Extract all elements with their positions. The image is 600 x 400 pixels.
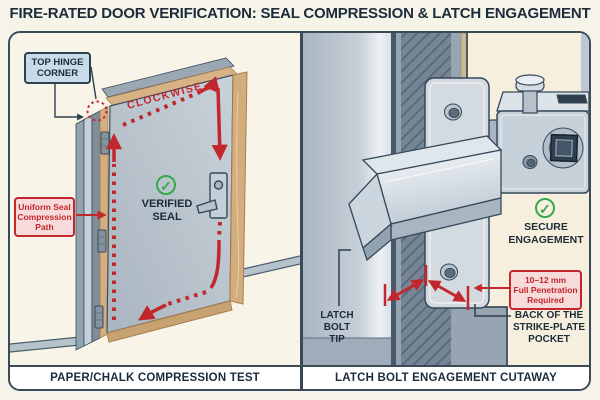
strike-plate-pocket-label: BACK OF THE STRIKE-PLATE POCKET (512, 310, 586, 345)
clockwise-seal-path (105, 76, 228, 321)
label-connectors (54, 66, 107, 220)
latch-bolt-tip-label: LATCH BOLT TIP (320, 310, 354, 345)
top-hinge-label-line1: TOP HINGE (31, 57, 84, 68)
right-panel-caption: LATCH BOLT ENGAGEMENT CUTAWAY (335, 372, 557, 384)
label-connectors (338, 249, 511, 317)
check-glyph: ✓ (160, 178, 172, 194)
left-panel-caption: PAPER/CHALK COMPRESSION TEST (50, 372, 260, 384)
penetration-required-label: 10–12 mm Full Penetration Required (509, 270, 582, 310)
left-panel-compression-test: TOP HINGE CORNER CLOCKWISE ✓ VERIFIED SE… (10, 33, 300, 365)
uniform-seal-compression-label: Uniform Seal Compression Path (14, 197, 75, 237)
caption-divider (300, 367, 303, 389)
masking-tape (106, 71, 248, 343)
penetration-measurement (383, 265, 509, 310)
door-seal-illustration (10, 57, 300, 353)
verified-seal-label: VERIFIED SEAL (141, 198, 193, 223)
top-hinge-label-line2: CORNER (36, 68, 79, 79)
lock-slot (556, 94, 588, 104)
screw-hole-top (444, 103, 462, 121)
cylinder-hole (522, 155, 538, 169)
page-title: FIRE-RATED DOOR VERIFICATION: SEAL COMPR… (9, 5, 591, 22)
diagram-frame: TOP HINGE CORNER CLOCKWISE ✓ VERIFIED SE… (8, 31, 591, 391)
panel-divider (300, 33, 303, 365)
door-handle (196, 172, 228, 219)
caption-band: PAPER/CHALK COMPRESSION TEST LATCH BOLT … (10, 365, 589, 389)
check-circle-icon: ✓ (156, 175, 176, 195)
check-glyph: ✓ (539, 201, 551, 217)
hinge-side-frame (75, 105, 109, 351)
check-circle-icon: ✓ (535, 198, 555, 218)
secure-engagement-label: SECURE ENGAGEMENT (508, 221, 584, 246)
top-hinge-corner-label: TOP HINGE CORNER (24, 52, 91, 84)
lock-body (496, 91, 589, 194)
spindle-hole (549, 133, 579, 163)
right-panel-latch-cutaway: ✓ SECURE ENGAGEMENT 10–12 mm Full Penetr… (303, 33, 589, 365)
latch-pin (515, 74, 545, 114)
latch-bolt (348, 135, 503, 262)
hinge-corner-marker (86, 100, 108, 122)
screw-hole-bottom (440, 263, 458, 281)
